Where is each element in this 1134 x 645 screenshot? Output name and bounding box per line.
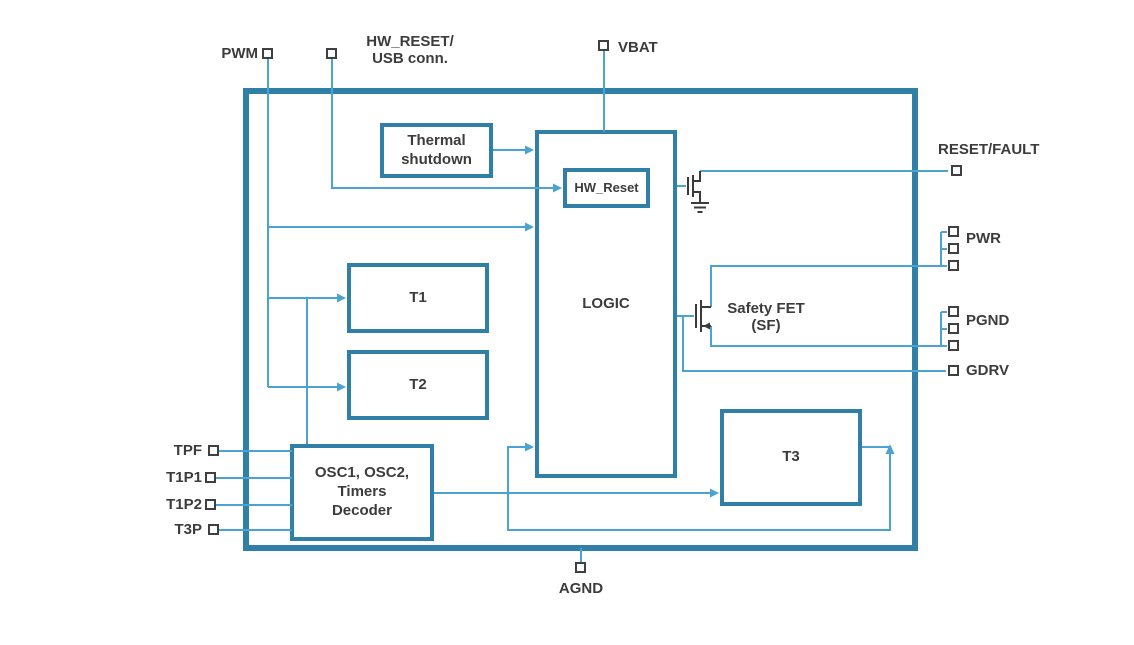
pin-label-reset-fault: RESET/FAULT: [938, 141, 1040, 158]
block-t1: T1: [347, 263, 489, 333]
pin-label-vbat: VBAT: [618, 39, 658, 56]
block-osc-timers-decoder-label: OSC1, OSC2, Timers Decoder: [314, 464, 410, 519]
pin-square-t1p2: [205, 499, 216, 510]
block-t3-label: T3: [782, 448, 800, 466]
pin-square-hw-reset-usb: [326, 48, 337, 59]
safety-fet-label: Safety FET (SF): [727, 300, 805, 335]
pin-square-reset-fault: [951, 165, 962, 176]
pin-label-gdrv: GDRV: [966, 362, 1010, 379]
pin-square-t3p: [208, 524, 219, 535]
block-thermal-shutdown: Thermal shutdown: [380, 123, 493, 178]
pin-square-agnd: [575, 562, 586, 573]
block-osc-timers-decoder: OSC1, OSC2, Timers Decoder: [290, 444, 434, 541]
block-t3: T3: [720, 409, 862, 506]
block-thermal-shutdown-label: Thermal shutdown: [401, 131, 472, 168]
pin-square-pgnd-2: [948, 323, 959, 334]
block-logic-label: LOGIC: [582, 294, 630, 312]
pin-square-pwr-3: [948, 260, 959, 271]
pin-label-pwr: PWR: [966, 230, 1001, 247]
pin-square-gdrv: [948, 365, 959, 376]
pin-square-pwr-1: [948, 226, 959, 237]
pin-label-pgnd: PGND: [966, 312, 1010, 329]
pin-square-t1p1: [205, 472, 216, 483]
pin-label-t1p1: T1P1: [166, 469, 202, 486]
block-t2-label: T2: [409, 375, 427, 393]
block-t1-label: T1: [409, 288, 427, 306]
pin-label-hw-reset-usb: HW_RESET/ USB conn.: [366, 33, 454, 68]
pin-square-pgnd-1: [948, 306, 959, 317]
block-t2: T2: [347, 350, 489, 420]
pin-label-t1p2: T1P2: [166, 496, 202, 513]
pin-label-tpf: TPF: [173, 442, 202, 459]
pin-square-pwm: [262, 48, 273, 59]
pin-square-pgnd-3: [948, 340, 959, 351]
pin-square-tpf: [208, 445, 219, 456]
pin-label-t3p: T3P: [174, 521, 202, 538]
block-hw-reset: HW_Reset: [563, 168, 650, 208]
pin-label-agnd: AGND: [558, 580, 604, 597]
pin-square-pwr-2: [948, 243, 959, 254]
block-hw-reset-label: HW_Reset: [574, 179, 639, 195]
pin-label-pwm: PWM: [221, 45, 258, 62]
pin-square-vbat: [598, 40, 609, 51]
